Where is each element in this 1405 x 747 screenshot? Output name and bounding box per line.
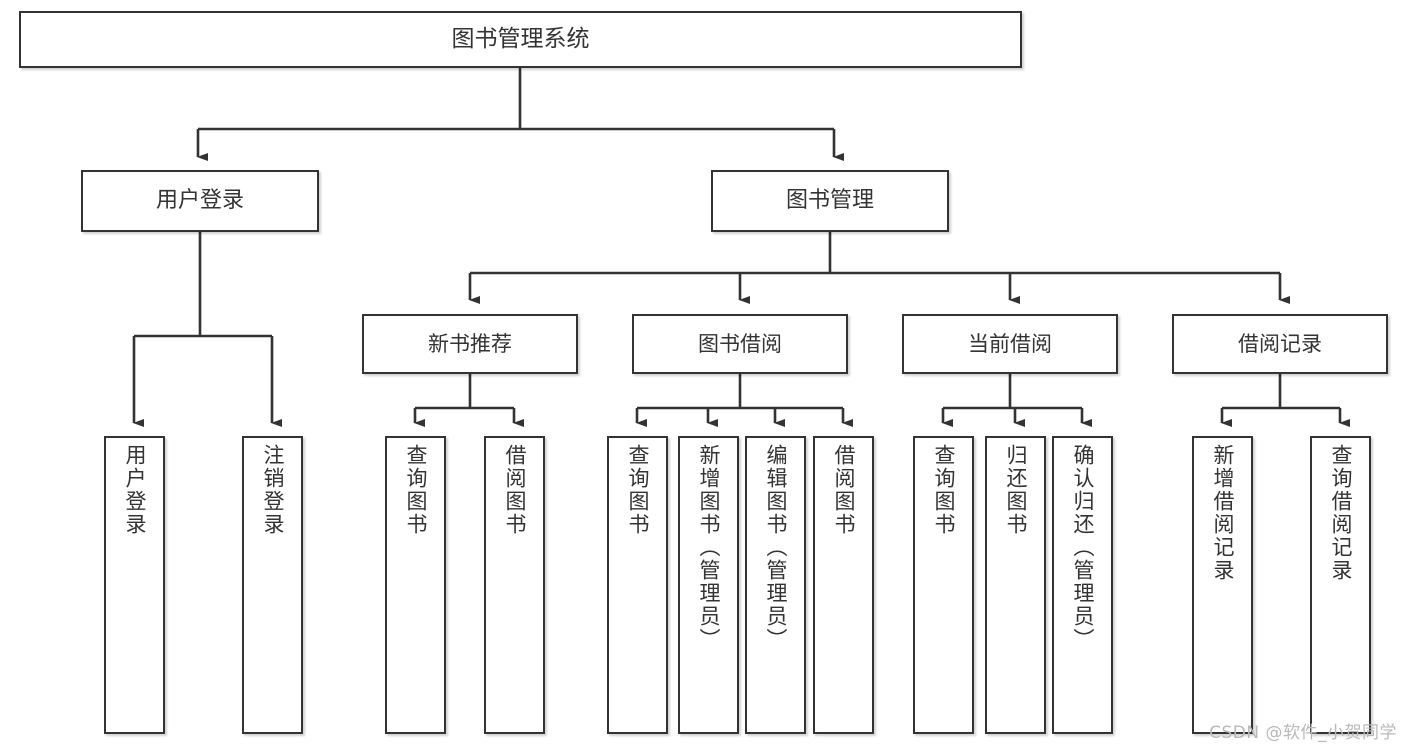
node-new-book-recommend-label: 新书推荐 (428, 331, 512, 356)
node-leaf-borrow-book-1-label: 借阅图书 (503, 444, 528, 536)
node-borrow-record-label: 借阅记录 (1238, 331, 1322, 356)
node-leaf-return-book-label: 归还图书 (1004, 444, 1029, 536)
node-leaf-user-logout-label: 注销登录 (261, 444, 286, 536)
node-book-borrow[interactable]: 图书借阅 (632, 314, 848, 374)
node-leaf-user-login[interactable]: 用户登录 (104, 436, 165, 734)
node-leaf-query-book-2[interactable]: 查询图书 (607, 436, 668, 734)
node-leaf-add-record[interactable]: 新增借阅记录 (1192, 436, 1253, 734)
node-leaf-add-book[interactable]: 新增图书（管理员） (678, 436, 739, 734)
node-leaf-query-record-label: 查询借阅记录 (1329, 444, 1354, 582)
node-book-manage-label: 图书管理 (785, 188, 874, 214)
node-book-manage[interactable]: 图书管理 (711, 170, 949, 232)
node-leaf-query-book-1[interactable]: 查询图书 (385, 436, 446, 734)
node-current-borrow-label: 当前借阅 (968, 331, 1052, 356)
node-leaf-borrow-book-2-label: 借阅图书 (832, 444, 857, 536)
node-leaf-query-book-2-label: 查询图书 (626, 444, 651, 536)
node-leaf-confirm-return-label: 确认归还（管理员） (1071, 444, 1096, 651)
node-current-borrow[interactable]: 当前借阅 (902, 314, 1118, 374)
node-leaf-edit-book-label: 编辑图书（管理员） (764, 444, 789, 651)
node-new-book-recommend[interactable]: 新书推荐 (362, 314, 578, 374)
node-user-login[interactable]: 用户登录 (81, 170, 319, 232)
node-leaf-borrow-book-1[interactable]: 借阅图书 (484, 436, 545, 734)
node-leaf-query-book-3-label: 查询图书 (932, 444, 957, 536)
node-leaf-user-logout[interactable]: 注销登录 (242, 436, 303, 734)
watermark-text: CSDN @软件_小贺同学 (1209, 723, 1397, 743)
node-root[interactable]: 图书管理系统 (19, 11, 1022, 68)
node-borrow-record[interactable]: 借阅记录 (1172, 314, 1388, 374)
node-leaf-user-login-label: 用户登录 (123, 444, 148, 536)
node-leaf-query-record[interactable]: 查询借阅记录 (1310, 436, 1371, 734)
node-leaf-query-book-1-label: 查询图书 (404, 444, 429, 536)
node-leaf-add-book-label: 新增图书（管理员） (697, 444, 722, 651)
node-book-borrow-label: 图书借阅 (698, 331, 782, 356)
node-leaf-edit-book[interactable]: 编辑图书（管理员） (745, 436, 806, 734)
node-leaf-return-book[interactable]: 归还图书 (985, 436, 1046, 734)
node-user-login-label: 用户登录 (155, 188, 244, 214)
node-root-label: 图书管理系统 (451, 25, 590, 52)
node-leaf-borrow-book-2[interactable]: 借阅图书 (813, 436, 874, 734)
node-leaf-confirm-return[interactable]: 确认归还（管理员） (1052, 436, 1113, 734)
node-leaf-query-book-3[interactable]: 查询图书 (913, 436, 974, 734)
node-leaf-add-record-label: 新增借阅记录 (1211, 444, 1236, 582)
